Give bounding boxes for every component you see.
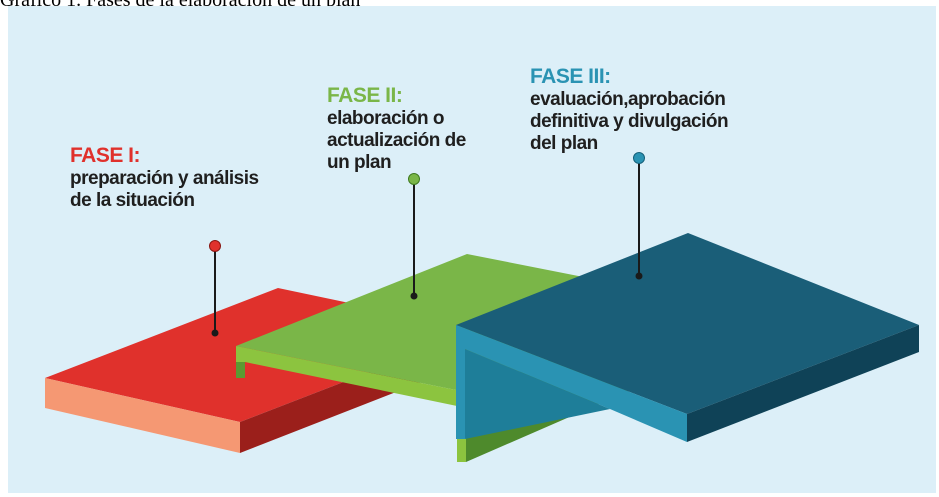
phase-1-step-front [45, 378, 240, 453]
phase-1-title: FASE I: [70, 144, 141, 167]
phase-2-desc-line-2: actualización de [327, 130, 466, 151]
phase-1-desc-line-1: preparación y análisis [70, 168, 259, 189]
phase-1-label: FASE I: preparación y análisis de la sit… [70, 144, 259, 212]
phase-2-pin [408, 173, 420, 300]
phase-3-desc-line-1: evaluación,aprobación [530, 89, 726, 110]
phase-2-step-front [236, 346, 466, 462]
phase-3-step-side [687, 325, 919, 442]
phase-3-step-inner [465, 349, 610, 439]
phase-2-desc-line-1: elaboración o [327, 108, 445, 129]
phase-3-step-top [456, 233, 919, 414]
phase-3-desc-line-3: del plan [530, 133, 598, 154]
phase-1-desc-line-2: de la situación [70, 190, 195, 211]
phase-3-title: FASE III: [530, 65, 611, 88]
phase-3-step [456, 233, 919, 442]
figure-caption: Gráfico 1. Fases de la elaboración de un… [0, 0, 939, 11]
phase-3-desc-line-2: definitiva y divulgación [530, 111, 729, 132]
phase-2-step-inner-side [236, 362, 245, 378]
phase-1-pin [209, 240, 221, 337]
phase-3-label: FASE III: evaluación,aprobación definiti… [530, 65, 729, 155]
phase-2-label: FASE II: elaboración o actualización de … [327, 84, 466, 174]
phase-3-step-front [456, 325, 687, 442]
phase-3-pin [633, 152, 645, 280]
phase-2-desc-line-3: un plan [327, 152, 392, 173]
phase-2-title: FASE II: [327, 84, 403, 107]
